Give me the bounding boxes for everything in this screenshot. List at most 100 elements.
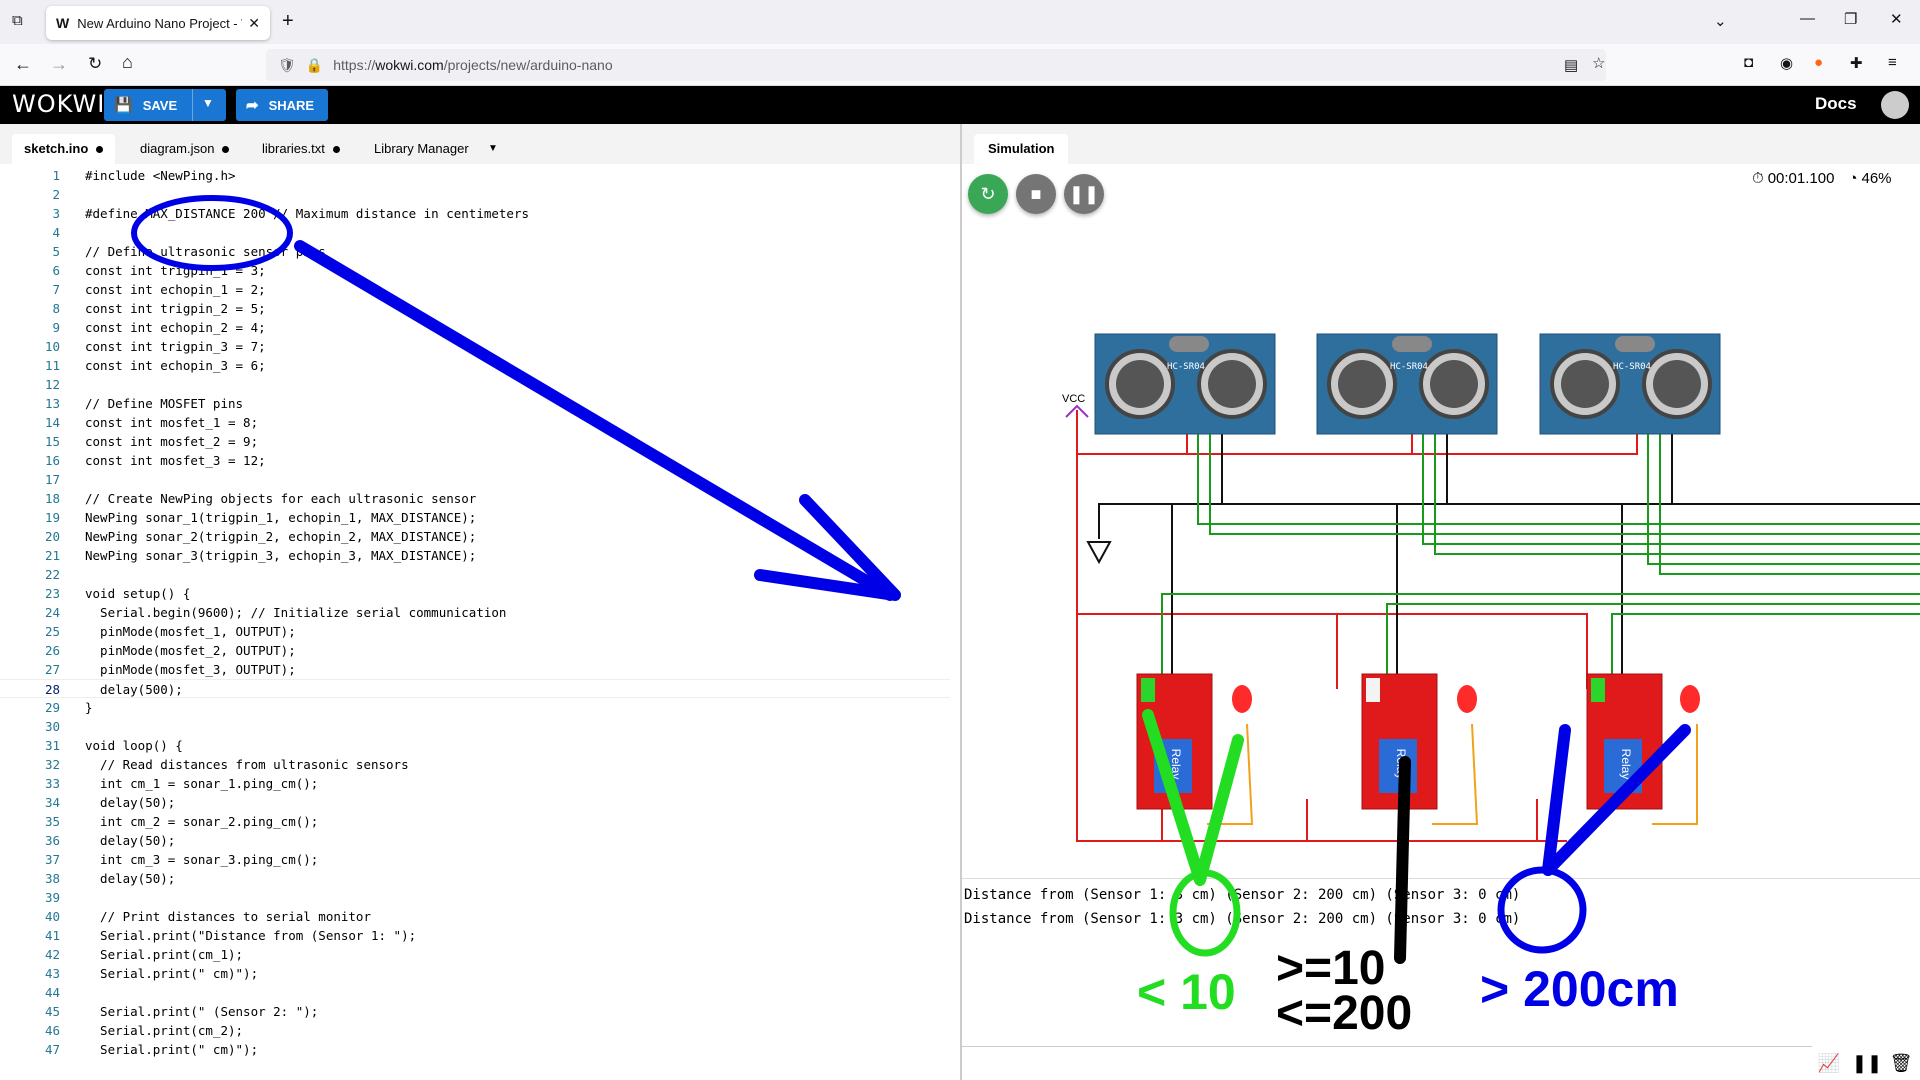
red-led-2[interactable]	[1457, 685, 1477, 713]
home-icon[interactable]: ⌂	[122, 52, 133, 72]
code-line[interactable]: 18// Create NewPing objects for each ult…	[0, 489, 950, 508]
code-line[interactable]: 32 // Read distances from ultrasonic sen…	[0, 755, 950, 774]
code-line[interactable]: 2	[0, 185, 950, 204]
code-line[interactable]: 28 delay(500);	[0, 679, 950, 698]
reload-icon[interactable]: ↻	[88, 54, 103, 73]
extensions-icon[interactable]: ✚	[1850, 55, 1863, 72]
back-arrow-icon[interactable]: ←	[14, 54, 32, 74]
reader-view-icon[interactable]: ▤	[1564, 57, 1579, 74]
lock-icon[interactable]: 🔒	[305, 56, 324, 73]
user-avatar[interactable]	[1881, 91, 1909, 119]
ultrasonic-sensor-1[interactable]: HC-SR04	[1094, 333, 1276, 435]
code-line[interactable]: 1#include <NewPing.h>	[0, 166, 950, 185]
code-line[interactable]: 17	[0, 470, 950, 489]
code-line[interactable]: 47 Serial.print(" cm)");	[0, 1040, 950, 1059]
shield-icon[interactable]: 🛡	[278, 56, 296, 73]
tab-library-manager[interactable]: Library Manager	[374, 141, 469, 156]
url-bar[interactable]: 🛡 🔒 https://wokwi.com/projects/new/ardui…	[266, 49, 1606, 81]
close-window-icon[interactable]: ✕	[1890, 11, 1903, 28]
tab-simulation[interactable]: Simulation	[974, 134, 1069, 164]
code-line[interactable]: 43 Serial.print(" cm)");	[0, 964, 950, 983]
code-line[interactable]: 45 Serial.print(" (Sensor 2: ");	[0, 1002, 950, 1021]
code-line[interactable]: 26 pinMode(mosfet_2, OUTPUT);	[0, 641, 950, 660]
save-menu-chevron-icon[interactable]: ▼	[202, 96, 214, 110]
pause-serial-icon[interactable]: ❚❚	[1851, 1052, 1883, 1073]
new-tab-icon[interactable]: +	[282, 10, 294, 32]
code-line[interactable]: 37 int cm_3 = sonar_3.ping_cm();	[0, 850, 950, 869]
code-line[interactable]: 24 Serial.begin(9600); // Initialize ser…	[0, 603, 950, 622]
wokwi-logo[interactable]: WOKWI	[12, 90, 106, 118]
restore-window-icon[interactable]: ❐	[1844, 11, 1858, 28]
docs-link[interactable]: Docs	[1815, 94, 1857, 113]
save-button[interactable]: 💾 SAVE ▼	[104, 89, 226, 121]
gnd-symbol[interactable]	[1086, 541, 1112, 565]
serial-input[interactable]	[962, 1046, 1812, 1080]
tab-diagram-json[interactable]: diagram.json	[128, 134, 241, 164]
ultrasonic-sensor-2[interactable]: HC-SR04	[1316, 333, 1498, 435]
code-line[interactable]: 30	[0, 717, 950, 736]
tabs-dropdown-chevron-icon[interactable]: ▼	[488, 143, 498, 154]
tab-sketch-ino[interactable]: sketch.ino	[12, 134, 116, 164]
serial-monitor[interactable]: Distance from (Sensor 1: 3 cm) (Sensor 2…	[962, 878, 1920, 1046]
code-line[interactable]: 27 pinMode(mosfet_3, OUTPUT);	[0, 660, 950, 679]
red-led-1[interactable]	[1232, 685, 1252, 713]
red-led-3[interactable]	[1680, 685, 1700, 713]
relay-module-3[interactable]: Relay	[1586, 673, 1663, 810]
pause-simulation-button[interactable]: ❚❚	[1064, 174, 1104, 214]
pane-divider[interactable]	[960, 124, 962, 1080]
stop-simulation-button[interactable]: ■	[1016, 174, 1056, 214]
code-line[interactable]: 22	[0, 565, 950, 584]
code-line[interactable]: 35 int cm_2 = sonar_2.ping_cm();	[0, 812, 950, 831]
app-menu-icon[interactable]: ≡	[1888, 54, 1897, 71]
code-line[interactable]: 42 Serial.print(cm_1);	[0, 945, 950, 964]
simulation-canvas[interactable]: ↻ ■ ❚❚ ⏱ 00:01.100 ◔ 46%	[962, 164, 1920, 878]
share-button[interactable]: ➦ SHARE	[236, 89, 328, 121]
relay-module-2[interactable]: Relay	[1361, 673, 1438, 810]
code-line[interactable]: 41 Serial.print("Distance from (Sensor 1…	[0, 926, 950, 945]
browser-tab[interactable]: W New Arduino Nano Project - W ✕	[46, 6, 270, 40]
code-line[interactable]: 39	[0, 888, 950, 907]
forward-arrow-icon[interactable]: →	[50, 54, 68, 74]
code-line[interactable]: 4	[0, 223, 950, 242]
firefox-icon[interactable]: ●	[1814, 54, 1824, 71]
relay-module-1[interactable]: Relay	[1136, 673, 1213, 810]
tab-list-icon[interactable]: ⧉	[12, 12, 23, 29]
code-line[interactable]: 29}	[0, 698, 950, 717]
code-line[interactable]: 12	[0, 375, 950, 394]
code-line[interactable]: 44	[0, 983, 950, 1002]
bookmark-star-icon[interactable]: ☆	[1592, 55, 1606, 72]
tab-overflow-chevron-icon[interactable]: ⌄	[1714, 13, 1727, 30]
code-line[interactable]: 34 delay(50);	[0, 793, 950, 812]
tab-libraries-txt[interactable]: libraries.txt	[250, 134, 352, 164]
code-line[interactable]: 33 int cm_1 = sonar_1.ping_cm();	[0, 774, 950, 793]
minimize-window-icon[interactable]: —	[1800, 10, 1815, 27]
account-icon[interactable]: ◉	[1780, 55, 1794, 72]
code-line[interactable]: 13// Define MOSFET pins	[0, 394, 950, 413]
code-line[interactable]: 40 // Print distances to serial monitor	[0, 907, 950, 926]
pocket-icon[interactable]: ◘	[1744, 54, 1754, 71]
code-line[interactable]: 38 delay(50);	[0, 869, 950, 888]
code-line[interactable]: 36 delay(50);	[0, 831, 950, 850]
code-line[interactable]: 3#define MAX_DISTANCE 200 // Maximum dis…	[0, 204, 950, 223]
code-line[interactable]: 46 Serial.print(cm_2);	[0, 1021, 950, 1040]
close-tab-icon[interactable]: ✕	[248, 14, 260, 31]
vcc-symbol[interactable]: VCC	[1062, 393, 1089, 418]
ultrasonic-sensor-3[interactable]: HC-SR04	[1539, 333, 1721, 435]
restart-simulation-button[interactable]: ↻	[968, 174, 1008, 214]
plotter-chart-icon[interactable]: 📈	[1817, 1052, 1841, 1073]
